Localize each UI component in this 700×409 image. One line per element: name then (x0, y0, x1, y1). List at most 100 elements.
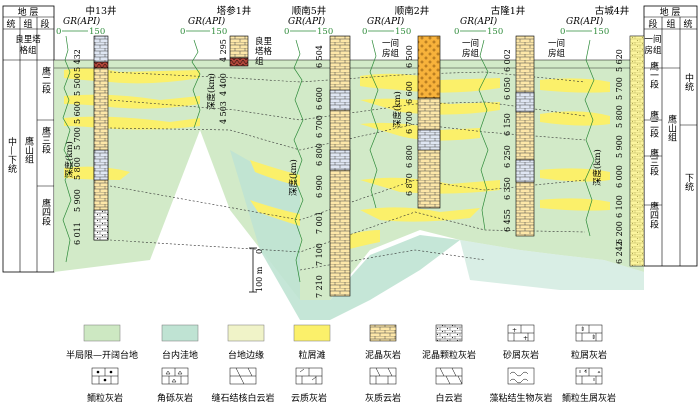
legend-label: 台地边缘 (228, 349, 264, 361)
svg-text:深度(km): 深度(km) (592, 149, 603, 186)
well-tacan1: 塔参1井 GR(API) 0 150 良里塔格组 4 295 4 400 4 5… (180, 5, 273, 293)
top-formation-label: 一间房组 (382, 39, 400, 59)
depth-ticks: 5 432 5 500 5 600 5 700 5 800 5 900 6 01… (64, 49, 82, 245)
svg-text:0: 0 (454, 27, 459, 37)
svg-text:6 870: 6 870 (405, 173, 414, 196)
svg-text:6 250: 6 250 (503, 145, 512, 168)
svg-text:4 295: 4 295 (219, 39, 228, 62)
svg-text:6 800: 6 800 (315, 143, 324, 166)
legend-label: 缝石结核白云岩 (211, 392, 274, 404)
well-shunnan5: 顺南5井 GR(API) 0 150 6 504 6 600 6 700 6 8… (284, 5, 351, 298)
svg-text:6 600: 6 600 (405, 81, 414, 104)
svg-text:7 100: 7 100 (315, 243, 324, 266)
svg-text:6 011: 6 011 (73, 222, 82, 245)
left-col-system: 统 (6, 18, 15, 30)
svg-text:GR(API): GR(API) (367, 16, 405, 27)
legend-label: 粒屑滩 (298, 349, 325, 361)
svg-text:6 000: 6 000 (615, 165, 624, 188)
lith-column-top (93, 35, 109, 63)
well-name: 顺南2井 (395, 5, 430, 17)
svg-text:6 242: 6 242 (615, 241, 624, 264)
legend: 半局限—开阔台地 台内洼地 台地边缘 粒屑滩 ++ ⇕⇕ 泥晶灰岩 泥晶颗粒灰岩… (66, 324, 616, 404)
svg-text:5 432: 5 432 (73, 49, 82, 72)
svg-text:6 100: 6 100 (615, 195, 624, 218)
legend-label: 鲕粒灰岩 (87, 392, 123, 404)
svg-text:0: 0 (362, 27, 367, 37)
legend-label: 白云岩 (435, 392, 462, 404)
right-yingshan: 鹰山组 (666, 113, 677, 141)
svg-text:6 350: 6 350 (503, 177, 512, 200)
left-seg4: 鹰四段 (40, 197, 51, 226)
left-strat-table: 地 层 统 组 段 良里塔格组 中—下统 鹰山组 鹰二段 鹰三段 鹰四段 (2, 5, 55, 273)
left-period: 中—下统 (6, 136, 17, 174)
well-gulong1: 古隆1井 GR(API) 0 150 一间房组 一间房组 6 002 6 050… (454, 5, 566, 237)
svg-text:GR(API): GR(API) (460, 16, 498, 27)
svg-text:深度(km): 深度(km) (392, 91, 403, 128)
legend-label: 砂屑灰岩 (503, 349, 539, 361)
well-gucheng4: 古城4井 GR(API) 0 150 5 620 5 700 5 800 5 9… (560, 5, 645, 267)
legend-label: 台内洼地 (162, 349, 198, 361)
right-strat-table: 地 层 段 组 统 一间房组 鹰一段 鹰二段 鹰三段 鹰四段 鹰山组 中统 下统 (643, 5, 698, 267)
well-shunnan2: 顺南2井 GR(API) 0 150 一间房组 6 500 6 600 6 70… (362, 5, 441, 209)
svg-text:7 001: 7 001 (315, 211, 324, 234)
left-yingshan: 鹰山组 (23, 135, 34, 163)
legend-label: 半局限—开阔台地 (66, 349, 138, 361)
right-lower: 下统 (683, 173, 694, 192)
svg-text:150: 150 (395, 27, 411, 37)
svg-text:150: 150 (317, 27, 333, 37)
legend-label: 鲕粒生屑灰岩 (562, 392, 616, 404)
right-seg1: 鹰一段 (648, 60, 659, 89)
well-name: 塔参1井 (217, 5, 252, 17)
svg-text:6 500: 6 500 (405, 45, 414, 68)
right-seg3: 鹰三段 (648, 147, 659, 176)
left-lianglitage: 良里塔格组 (15, 34, 41, 56)
well-name: 中13井 (85, 5, 116, 17)
right-table-title: 地 层 (660, 6, 681, 18)
svg-text:6 150: 6 150 (503, 113, 512, 136)
svg-text:6 800: 6 800 (405, 145, 414, 168)
legend-label: 云质灰岩 (291, 392, 327, 404)
svg-text:6 900: 6 900 (315, 175, 324, 198)
svg-text:GR(API): GR(API) (288, 16, 326, 27)
svg-text:6 700: 6 700 (405, 111, 414, 134)
svg-text:0: 0 (284, 27, 289, 37)
svg-text:6 050: 6 050 (503, 77, 512, 100)
legend-swatch (83, 324, 121, 342)
right-middle: 中统 (683, 72, 694, 92)
svg-text:150: 150 (593, 27, 609, 37)
legend-label: 灰质云岩 (365, 392, 401, 404)
svg-text:6 700: 6 700 (315, 115, 324, 138)
svg-text:0: 0 (255, 249, 264, 254)
legend-swatch (161, 324, 199, 342)
right-col-member: 段 (648, 18, 657, 30)
svg-text:4 400: 4 400 (219, 73, 228, 96)
svg-text:一间房组: 一间房组 (462, 39, 480, 59)
well-zhong13: 中13井 GR(API) 0 150 5 432 5 500 5 600 5 7… (56, 5, 117, 263)
svg-text:+: + (512, 327, 517, 334)
right-jianfang: 一间房组 (644, 35, 662, 56)
svg-text:深度(km): 深度(km) (64, 141, 75, 178)
svg-text:150: 150 (211, 27, 227, 37)
legend-label: 角砾灰岩 (157, 392, 193, 404)
svg-text:6 455: 6 455 (503, 209, 512, 232)
left-seg2: 鹰二段 (40, 65, 51, 94)
well-name: 古城4井 (595, 5, 630, 17)
svg-text:深度(km): 深度(km) (288, 159, 299, 196)
svg-text:5 800: 5 800 (615, 105, 624, 128)
svg-text:+: + (523, 335, 528, 342)
svg-text:5 600: 5 600 (73, 101, 82, 124)
svg-text:5 500: 5 500 (73, 73, 82, 96)
gr-label: GR(API) (63, 16, 101, 27)
svg-text:4 503: 4 503 (219, 101, 228, 124)
svg-text:6 600: 6 600 (315, 87, 324, 110)
svg-text:深度(km): 深度(km) (206, 73, 217, 110)
legend-swatch (227, 324, 265, 342)
top-formation-label: 良里塔格组 (255, 36, 273, 67)
right-seg2: 鹰二段 (648, 109, 659, 138)
legend-swatch (293, 324, 331, 342)
svg-text:6 200: 6 200 (615, 221, 624, 244)
svg-text:⇕: ⇕ (591, 334, 596, 341)
right-col-system: 统 (683, 18, 692, 30)
gr-scale-min: 0 (56, 27, 61, 37)
svg-text:5 700: 5 700 (73, 127, 82, 150)
